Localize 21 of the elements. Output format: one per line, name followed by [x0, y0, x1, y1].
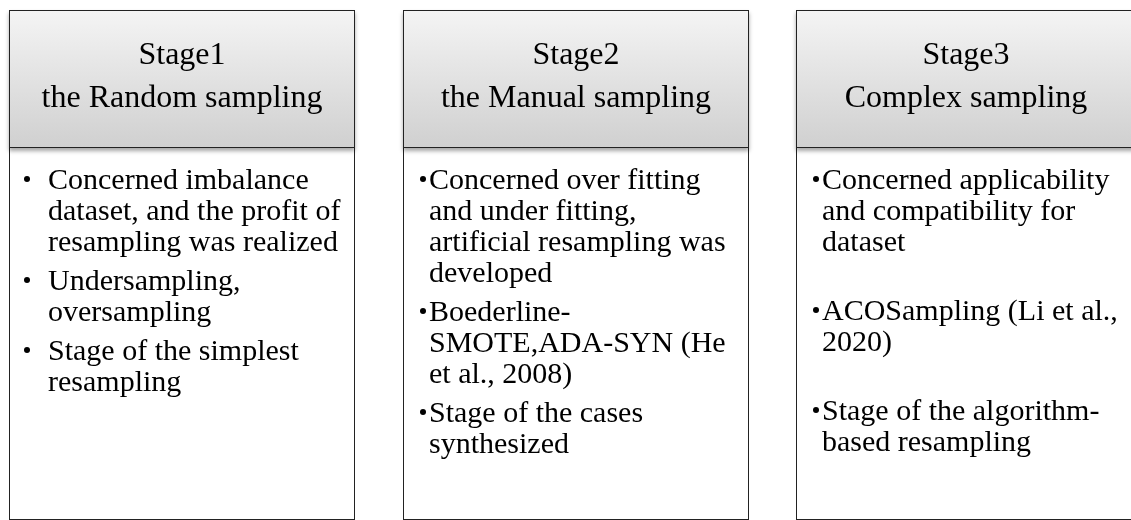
stage-title: Stage1	[137, 34, 227, 73]
stage-subtitle: Complex sampling	[843, 77, 1089, 116]
stage-header-box	[9, 10, 355, 148]
stage-title: Stage3	[921, 34, 1011, 73]
bullet-text: Concerned imbalance dataset, and the profit of resampling was realized	[48, 163, 342, 256]
content-panel	[9, 148, 355, 520]
stage-subtitle: the Manual sampling	[439, 77, 713, 116]
bullet-text: Undersampling, oversampling	[48, 264, 242, 326]
bullet-text: Stage of the cases synthesized	[429, 396, 645, 458]
stage-title: Stage2	[531, 34, 621, 73]
bullet-text: Boederline-SMOTE,ADA-SYN (He et al., 2008)	[429, 295, 727, 388]
stage-subtitle: the Random sampling	[40, 77, 324, 116]
bullet-text: Concerned over fitting and under fitting, artificial resampling was developed	[429, 163, 727, 287]
content-panel	[796, 148, 1131, 520]
bullet-text: ACOSampling (Li et al., 2020)	[822, 294, 1119, 356]
stage-header-box	[796, 10, 1131, 148]
bullet-text: Stage of the simplest resampling	[48, 334, 300, 396]
bullet-text: Stage of the algorithm-based resampling	[822, 394, 1101, 456]
bullet-text: Concerned applicability and compatibility for dataset	[822, 163, 1111, 256]
content-panel	[403, 148, 749, 520]
stage-header-box	[403, 10, 749, 148]
